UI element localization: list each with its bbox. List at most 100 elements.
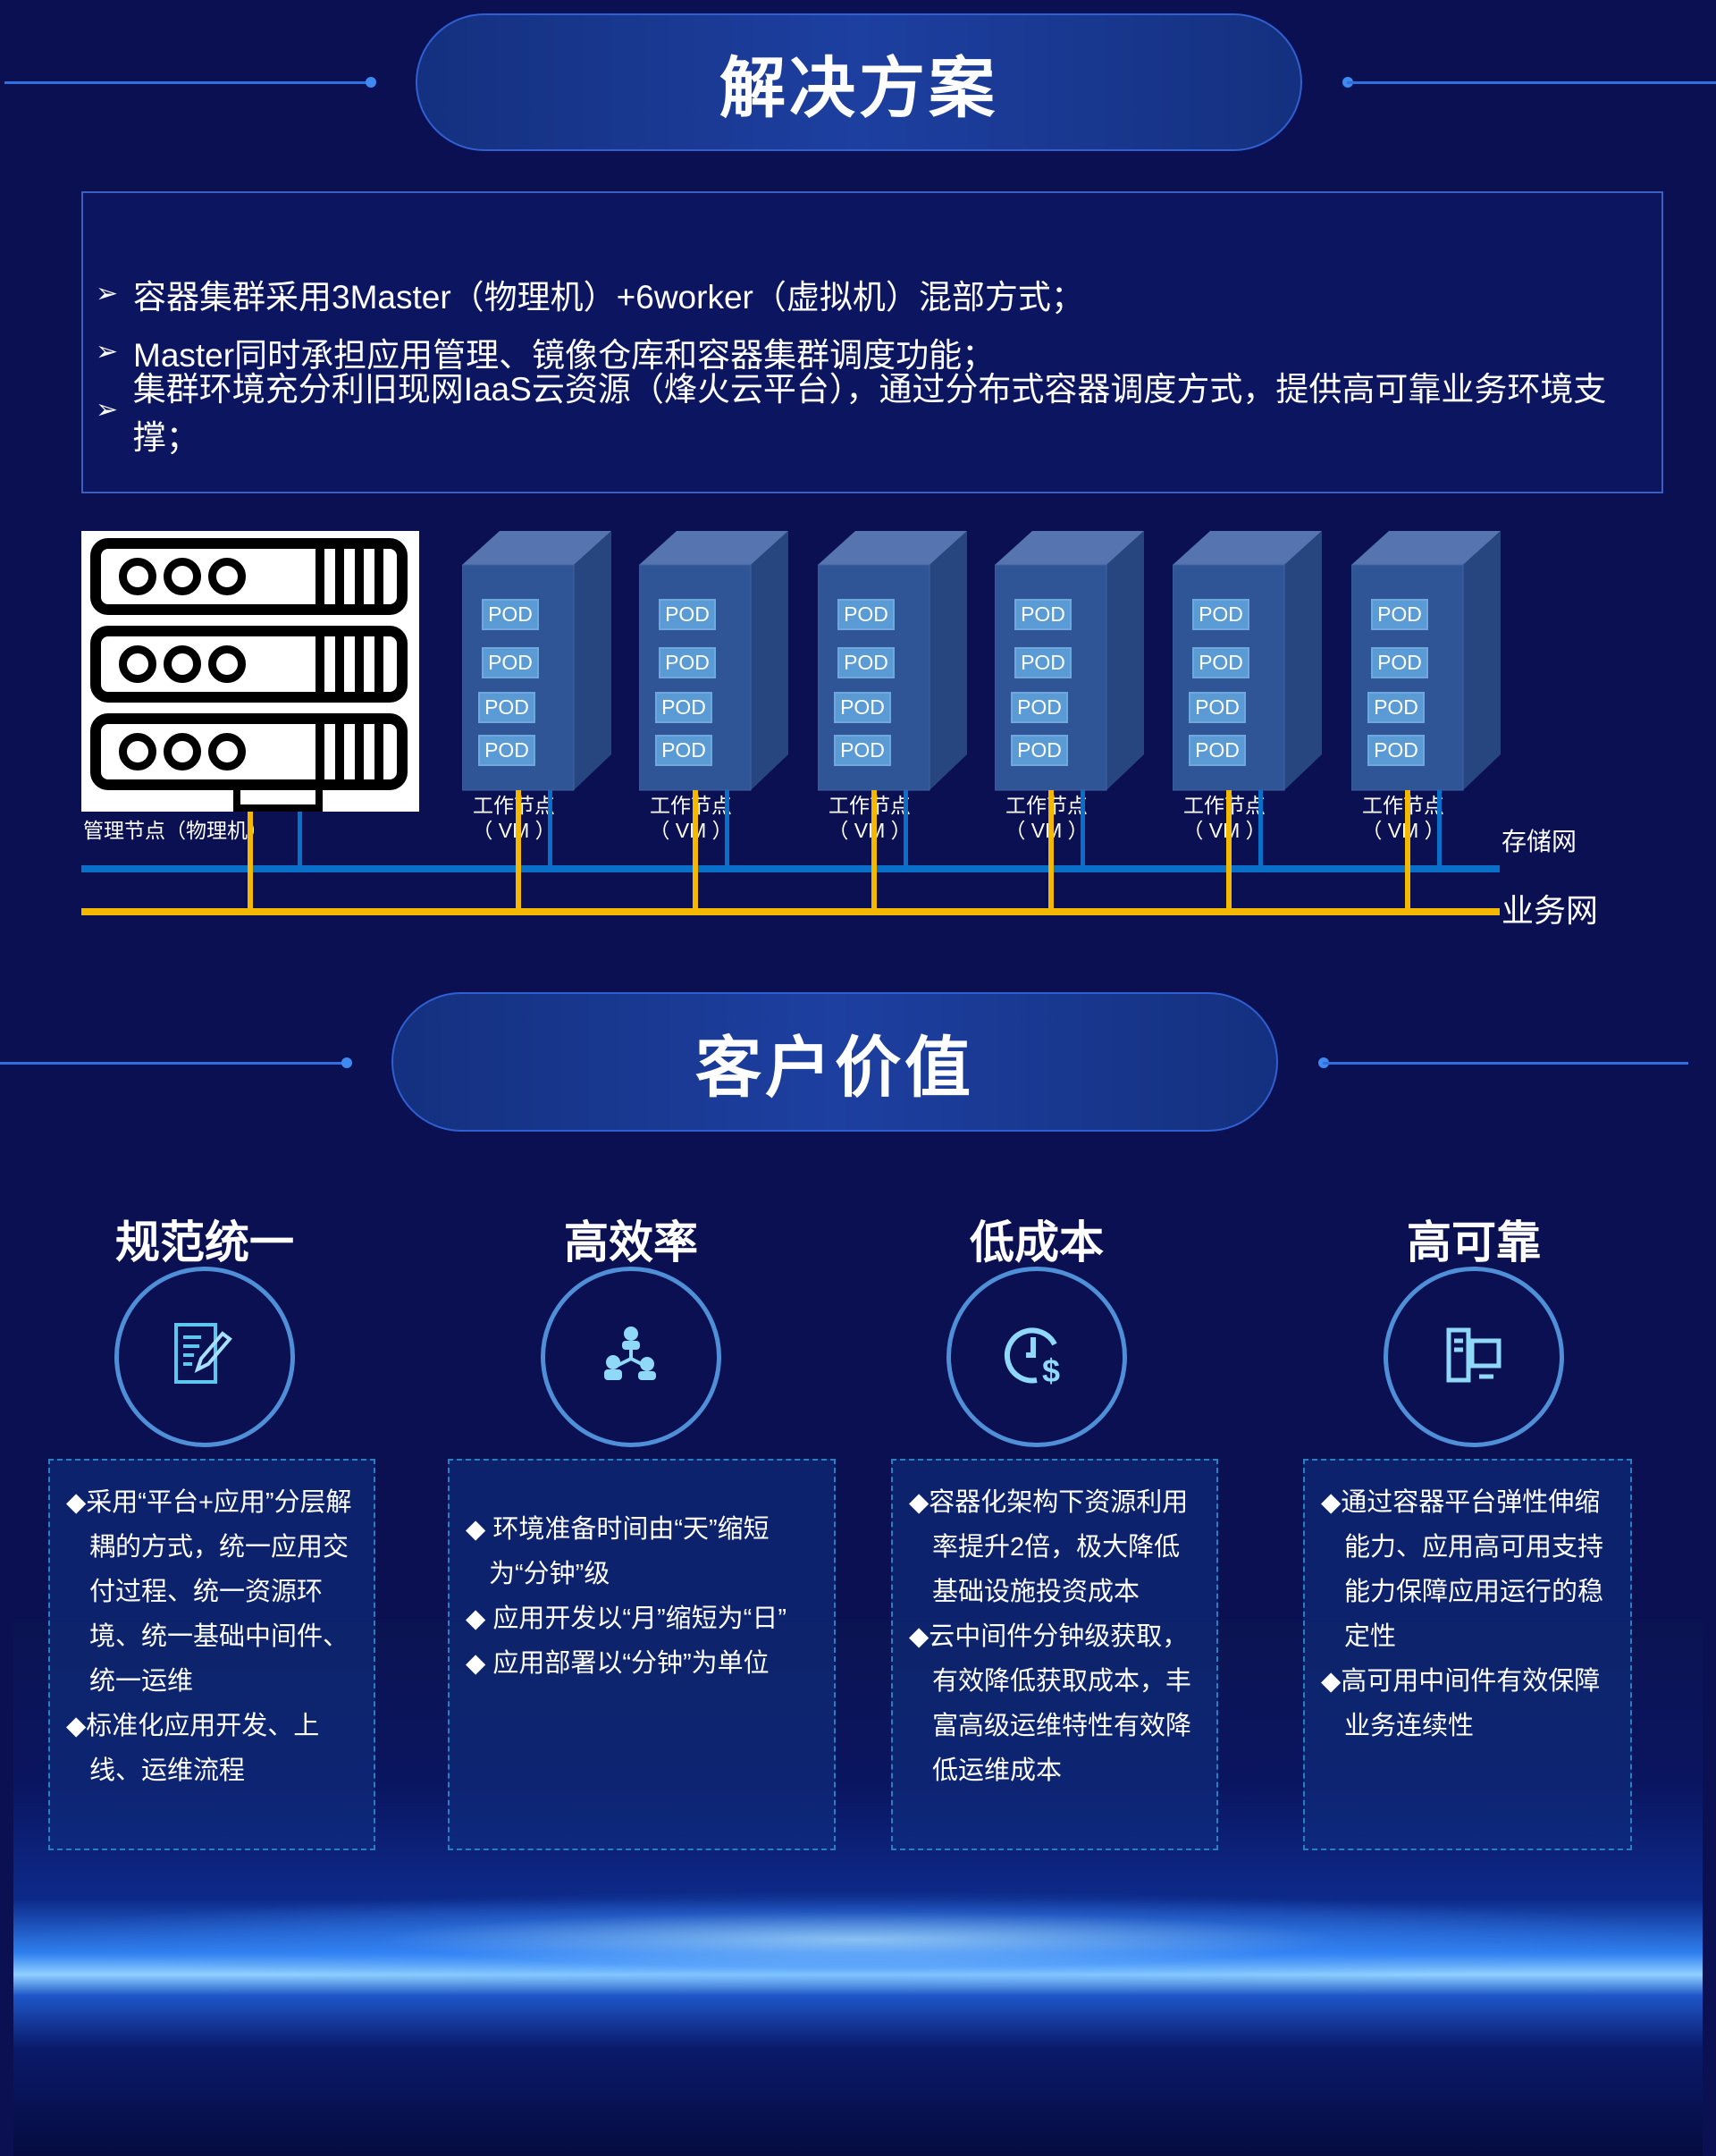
pod-box: POD xyxy=(655,692,712,723)
icon-circle xyxy=(541,1267,721,1447)
pod-box: POD xyxy=(1014,647,1072,678)
divider-line xyxy=(1347,81,1716,84)
arrow-icon: ➢ xyxy=(96,337,119,366)
solution-bullet: ➢ 容器集群采用3Master（物理机）+6worker（虚拟机）混部方式； xyxy=(96,265,1661,323)
value-point: ◆通过容器平台弹性伸缩能力、应用高可用支持能力保障应用运行的稳定性 xyxy=(1321,1488,1604,1651)
pod-box: POD xyxy=(482,647,539,678)
worker-vm-label: （ VM ） xyxy=(472,819,556,842)
pod-box: POD xyxy=(1011,692,1068,723)
connector xyxy=(516,790,521,912)
network-people-icon xyxy=(595,1319,667,1395)
connector xyxy=(1437,790,1442,869)
solution-bullet: ➢ 集群环境充分利旧现网IaaS云资源（烽火云平台），通过分布式容器调度方式，提供… xyxy=(96,371,1661,456)
worker-node-label: 工作节点 xyxy=(1362,794,1444,817)
divider-line xyxy=(0,1062,347,1065)
solution-bullet: ➢ Master同时承担应用管理、镜像仓库和容器集群调度功能； xyxy=(96,323,1661,381)
worker-node-vm: POD POD POD POD xyxy=(994,531,1147,799)
bullet-text: Master同时承担应用管理、镜像仓库和容器集群调度功能； xyxy=(133,336,996,374)
bullet-text: 容器集群采用3Master（物理机）+6worker（虚拟机）混部方式； xyxy=(133,278,1084,316)
bullet-text: 集群环境充分利旧现网IaaS云资源（烽火云平台），通过分布式容器调度方式，提供高… xyxy=(132,370,1607,456)
pod-box: POD xyxy=(655,735,712,766)
worker-node-label: 工作节点 xyxy=(829,794,911,817)
section-title-solution: 解决方案 xyxy=(416,13,1302,151)
pod-box: POD xyxy=(837,647,895,678)
worker-node-label: 工作节点 xyxy=(473,794,555,817)
pod-box: POD xyxy=(1367,735,1425,766)
value-card: ◆通过容器平台弹性伸缩能力、应用高可用支持能力保障应用运行的稳定性 ◆高可用中间件… xyxy=(1303,1459,1632,1850)
value-point: ◆云中间件分钟级获取，有效降低获取成本，丰富高级运维特性有效降低运维成本 xyxy=(909,1622,1192,1785)
pod-box: POD xyxy=(1371,647,1428,678)
pod-box: POD xyxy=(1192,647,1249,678)
value-point: ◆ 环境准备时间由“天”缩短为“分钟”级 xyxy=(466,1515,770,1588)
pod-box: POD xyxy=(1192,599,1249,630)
value-point: ◆标准化应用开发、上线、运维流程 xyxy=(66,1712,320,1785)
pod-box: POD xyxy=(1011,735,1068,766)
value-heading: 高效率 xyxy=(564,1217,698,1267)
pod-box: POD xyxy=(1189,692,1246,723)
value-point: ◆ 应用开发以“月”缩短为“日” xyxy=(466,1604,786,1633)
server-monitor-icon xyxy=(1438,1319,1510,1395)
connector xyxy=(1226,790,1232,912)
business-network-line xyxy=(81,908,1500,915)
pod-box: POD xyxy=(834,692,891,723)
solution-box: ➢ 容器集群采用3Master（物理机）+6worker（虚拟机）混部方式； ➢ M… xyxy=(81,191,1663,493)
pod-box: POD xyxy=(478,735,535,766)
value-card: ◆容器化架构下资源利用率提升2倍，极大降低基础设施投资成本 ◆云中间件分钟级获取，… xyxy=(891,1459,1218,1850)
management-node-label: 管理节点（物理机） xyxy=(83,819,268,842)
value-card: ◆采用“平台+应用”分层解耦的方式，统一应用交付过程、统一资源环境、统一基础中间… xyxy=(48,1459,375,1850)
worker-node-vm: POD POD POD POD xyxy=(1172,531,1325,799)
value-heading: 低成本 xyxy=(970,1217,1104,1267)
connector xyxy=(871,790,877,912)
connector xyxy=(248,812,253,912)
server-rack-icon xyxy=(81,531,419,812)
pod-box: POD xyxy=(478,692,535,723)
value-heading: 规范统一 xyxy=(115,1217,294,1267)
pod-box: POD xyxy=(834,735,891,766)
worker-node-vm: POD POD POD POD xyxy=(817,531,970,799)
pod-box: POD xyxy=(659,647,716,678)
value-point: ◆ 应用部署以“分钟”为单位 xyxy=(466,1649,770,1678)
connector xyxy=(1405,790,1410,912)
value-point: ◆高可用中间件有效保障业务连续性 xyxy=(1321,1667,1601,1740)
pod-box: POD xyxy=(1371,599,1428,630)
pod-box: POD xyxy=(482,599,539,630)
storage-network-line xyxy=(81,865,1500,872)
worker-node-label: 工作节点 xyxy=(1183,794,1266,817)
divider-dot xyxy=(341,1057,352,1068)
pod-box: POD xyxy=(1014,599,1072,630)
svg-text:$: $ xyxy=(1042,1352,1060,1389)
connector xyxy=(1048,790,1054,912)
worker-vm-label: （ VM ） xyxy=(1005,819,1089,842)
connector xyxy=(1258,790,1263,869)
worker-node-vm: POD POD POD POD xyxy=(638,531,791,799)
connector xyxy=(904,790,908,869)
connector xyxy=(1081,790,1085,869)
clock-dollar-icon: $ xyxy=(1001,1319,1072,1395)
section-title-value: 客户价值 xyxy=(391,992,1278,1132)
edit-document-icon xyxy=(169,1319,240,1395)
connector xyxy=(693,790,698,912)
icon-circle: $ xyxy=(946,1267,1127,1447)
pod-box: POD xyxy=(659,599,716,630)
connector xyxy=(298,812,302,869)
value-point: ◆采用“平台+应用”分层解耦的方式，统一应用交付过程、统一资源环境、统一基础中间… xyxy=(66,1488,352,1696)
connector xyxy=(725,790,729,869)
icon-circle xyxy=(1384,1267,1564,1447)
pod-box: POD xyxy=(1189,735,1246,766)
pod-box: POD xyxy=(837,599,895,630)
worker-node-label: 工作节点 xyxy=(1005,794,1088,817)
worker-node-label: 工作节点 xyxy=(650,794,732,817)
value-point: ◆容器化架构下资源利用率提升2倍，极大降低基础设施投资成本 xyxy=(909,1488,1189,1606)
divider-line xyxy=(4,81,371,84)
worker-vm-label: （ VM ） xyxy=(828,819,912,842)
arrow-icon: ➢ xyxy=(96,279,119,308)
storage-network-label: 存储网 xyxy=(1502,828,1577,855)
worker-vm-label: （ VM ） xyxy=(649,819,733,842)
arrow-icon: ➢ xyxy=(96,395,119,425)
worker-vm-label: （ VM ） xyxy=(1182,819,1266,842)
business-network-label: 业务网 xyxy=(1502,892,1599,929)
divider-dot xyxy=(366,77,376,88)
worker-vm-label: （ VM ） xyxy=(1361,819,1445,842)
worker-node-vm: POD POD POD POD xyxy=(461,531,614,799)
